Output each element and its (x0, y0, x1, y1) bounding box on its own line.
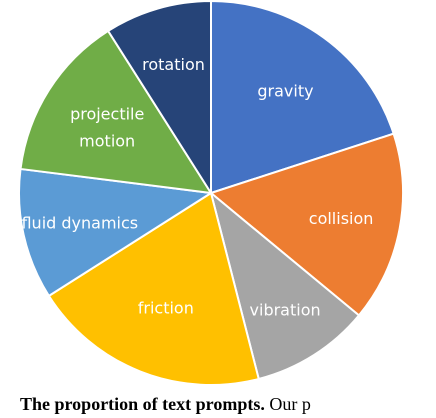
pie-slice-projectile-motion (19, 29, 213, 195)
pie-slice-vibration (209, 190, 361, 381)
pie-slice-gravity (210, 0, 395, 195)
pie-slice-rotation (106, 0, 212, 197)
figure-caption: The proportion of text prompts. Our p (20, 394, 436, 415)
pie-label-rotation: rotation (142, 55, 205, 74)
pie-label-friction: friction (138, 298, 194, 317)
pie-slice-collision (208, 132, 404, 317)
pie-slice-friction (47, 191, 260, 386)
pie-labels: gravity collision vibration friction fluid d… (21, 55, 373, 320)
caption-bold: The proportion of text prompts. (20, 394, 265, 414)
pie-label-collision: collision (309, 209, 374, 228)
caption-text: Our p (264, 394, 311, 414)
pie-chart: gravity collision vibration friction fluid d… (18, 0, 404, 386)
pie-label-vibration: vibration (250, 301, 321, 320)
pie-label-gravity: gravity (257, 82, 313, 101)
pie-slice-fluid-dynamics (18, 167, 214, 298)
pie-label-fluid-dynamics: fluid dynamics (21, 213, 138, 232)
pie-slices (18, 0, 404, 386)
